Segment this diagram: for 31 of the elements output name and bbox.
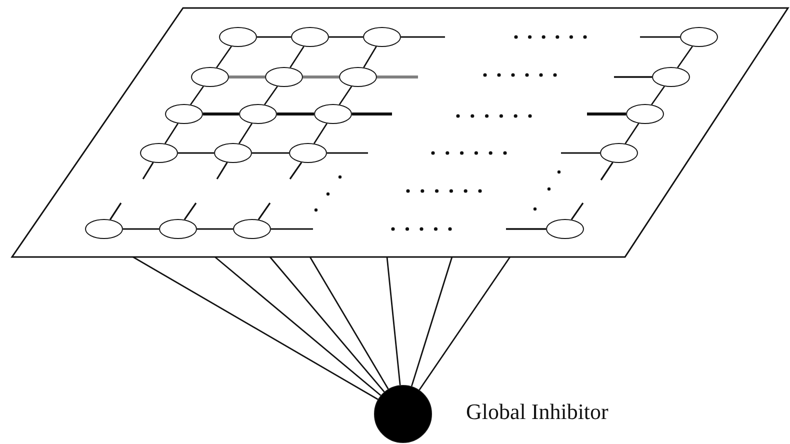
connection-line [624, 123, 640, 144]
connection-line [309, 256, 389, 390]
connection-line [257, 36, 291, 38]
connection-line [190, 86, 204, 105]
connection-line [363, 46, 377, 68]
connection-line [123, 228, 159, 230]
connection-line [252, 152, 289, 154]
connection-line [264, 86, 278, 105]
connection-line [132, 256, 378, 400]
connection-line [410, 256, 453, 386]
node-caption: Global Inhibitor [466, 401, 608, 423]
connection-line [651, 86, 665, 105]
connection-line [303, 76, 339, 78]
connection-line [677, 46, 693, 68]
connection-line [216, 46, 232, 68]
connection-line [386, 256, 401, 386]
connection-line [338, 86, 352, 105]
connection-line [329, 36, 363, 38]
connection-line [197, 228, 233, 230]
connection-line [203, 112, 239, 116]
connection-line [418, 256, 511, 390]
connection-line [178, 152, 214, 154]
connection-line [290, 46, 304, 68]
connection-line [269, 256, 385, 392]
connection-line [238, 123, 252, 144]
connection-line [214, 256, 382, 396]
connection-line [164, 123, 178, 144]
connection-line [229, 76, 265, 78]
network-plane [12, 8, 790, 258]
connection-line [314, 123, 328, 144]
connection-line [277, 112, 314, 116]
